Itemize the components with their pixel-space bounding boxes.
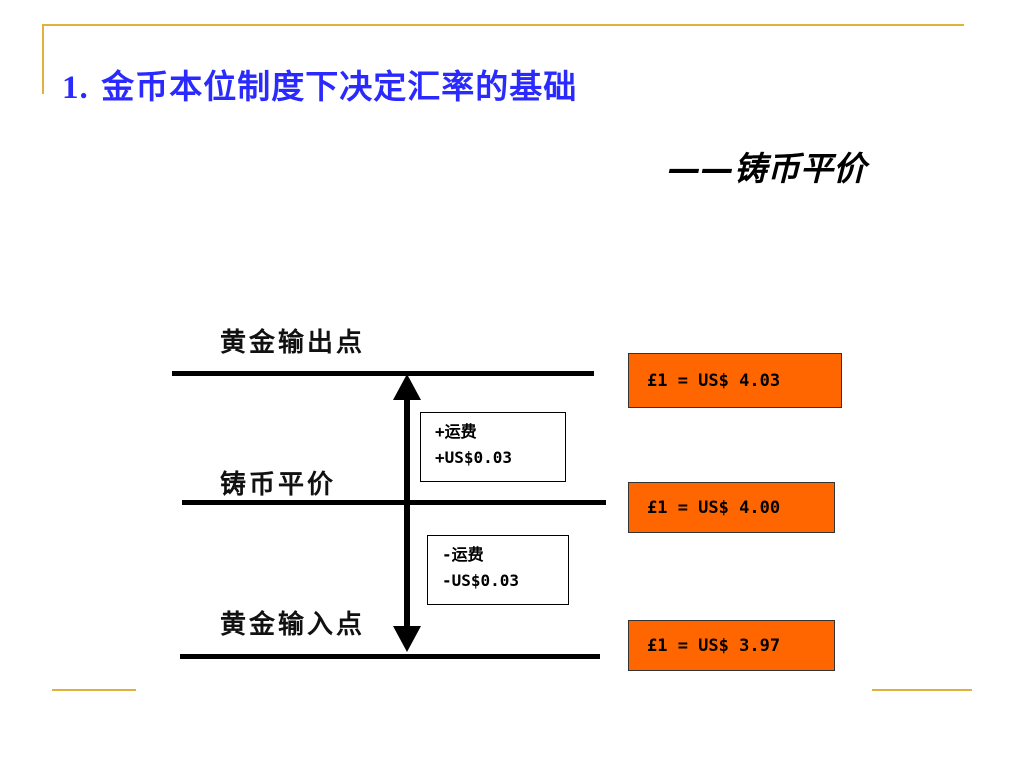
note-plus-freight-line1: +运费 (435, 422, 477, 441)
arrow-down-icon (393, 626, 421, 652)
label-mint-parity: 铸币平价 (220, 470, 337, 500)
footer-line-left (52, 689, 136, 691)
rate-box-mint-parity: £1 = US$ 4.00 (628, 482, 835, 533)
slide-title: 1. 金币本位制度下决定汇率的基础 (62, 60, 577, 108)
frame-left-line (42, 24, 44, 94)
line-gold-import-point (180, 654, 600, 659)
label-gold-import-point: 黄金输入点 (220, 610, 366, 640)
arrow-up-icon (393, 374, 421, 400)
double-arrow-shaft (404, 392, 410, 628)
line-mint-parity (182, 500, 606, 505)
title-text: 金币本位制度下决定汇率的基础 (101, 67, 578, 106)
rate-box-import-point: £1 = US$ 3.97 (628, 620, 835, 671)
footer-line-right (872, 689, 972, 691)
note-plus-freight: +运费 +US$0.03 (420, 412, 566, 482)
slide-subtitle: ——铸币平价 (668, 149, 866, 188)
note-minus-freight-line1: -运费 (442, 545, 484, 564)
note-plus-freight-line2: +US$0.03 (435, 448, 513, 467)
line-gold-export-point (172, 371, 594, 376)
note-minus-freight-line2: -US$0.03 (442, 571, 520, 590)
label-gold-export-point: 黄金输出点 (220, 328, 366, 358)
rate-box-export-point: £1 = US$ 4.03 (628, 353, 842, 408)
frame-top-line (42, 24, 964, 26)
title-number: 1. (62, 70, 89, 106)
note-minus-freight: -运费 -US$0.03 (427, 535, 569, 605)
